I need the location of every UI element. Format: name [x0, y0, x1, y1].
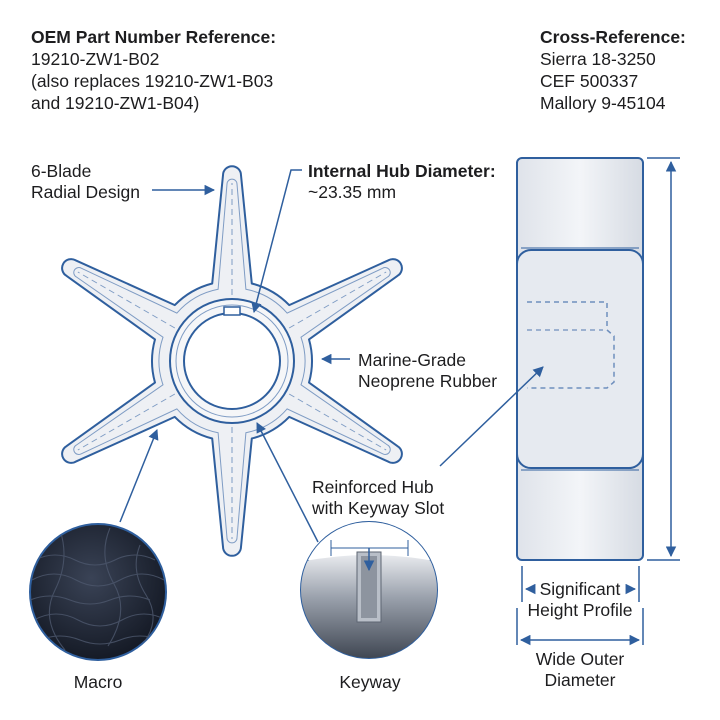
hub-diameter-value: ~23.35 mm	[308, 182, 397, 202]
keyway-notch	[223, 306, 241, 316]
blade-centerlines	[77, 183, 387, 539]
dimension-lines	[516, 157, 680, 646]
keyway-inset-label: Keyway	[339, 672, 401, 692]
outer-diameter-label-line1: Wide Outer	[535, 649, 625, 669]
callout-arrows	[119, 169, 544, 657]
macro-texture-inset	[29, 523, 167, 661]
hub-bore	[183, 312, 281, 410]
cross-reference-item-sierra: Sierra 18-3250	[540, 49, 656, 69]
blade-centerline	[288, 393, 387, 451]
blade-centerline	[288, 271, 387, 329]
impeller-front-view	[61, 165, 403, 557]
keyway-closeup-inset	[300, 521, 438, 659]
height-profile-label-line2: Height Profile	[527, 600, 633, 620]
rubber-label-line1: Marine-Grade	[358, 350, 466, 370]
cross-reference-heading: Cross-Reference:	[540, 27, 686, 47]
impeller-inner-contour	[73, 178, 391, 544]
outer-diameter-label-line2: Diameter	[544, 670, 616, 690]
cross-reference-item-mallory: Mallory 9-45104	[540, 93, 666, 113]
hub-ring-inner-line	[175, 304, 289, 418]
blade-design-label-line1: 6-Blade	[31, 161, 92, 181]
oem-replaces-line2: and 19210-ZW1-B04)	[31, 93, 200, 113]
rubber-label-line2: Neoprene Rubber	[358, 371, 498, 391]
side-hub-band	[516, 249, 644, 469]
oem-heading: OEM Part Number Reference:	[31, 27, 277, 47]
oem-part-number: 19210-ZW1-B02	[31, 49, 160, 69]
blade-centerline	[77, 271, 176, 329]
keyway-hub-label-line2: with Keyway Slot	[312, 498, 445, 518]
macro-inset-label: Macro	[73, 672, 123, 692]
height-profile-label-line1: Significant	[539, 579, 621, 599]
hub-diameter-heading: Internal Hub Diameter:	[308, 161, 496, 181]
blade-centerline	[77, 393, 176, 451]
blade-design-label-line2: Radial Design	[31, 182, 140, 202]
cross-reference-item-cef: CEF 500337	[540, 71, 639, 91]
impeller-side-view	[516, 157, 644, 561]
oem-replaces-line1: (also replaces 19210-ZW1-B03	[31, 71, 274, 91]
hidden-keyway-slot	[527, 301, 615, 389]
keyway-hub-label-line1: Reinforced Hub	[312, 477, 434, 497]
